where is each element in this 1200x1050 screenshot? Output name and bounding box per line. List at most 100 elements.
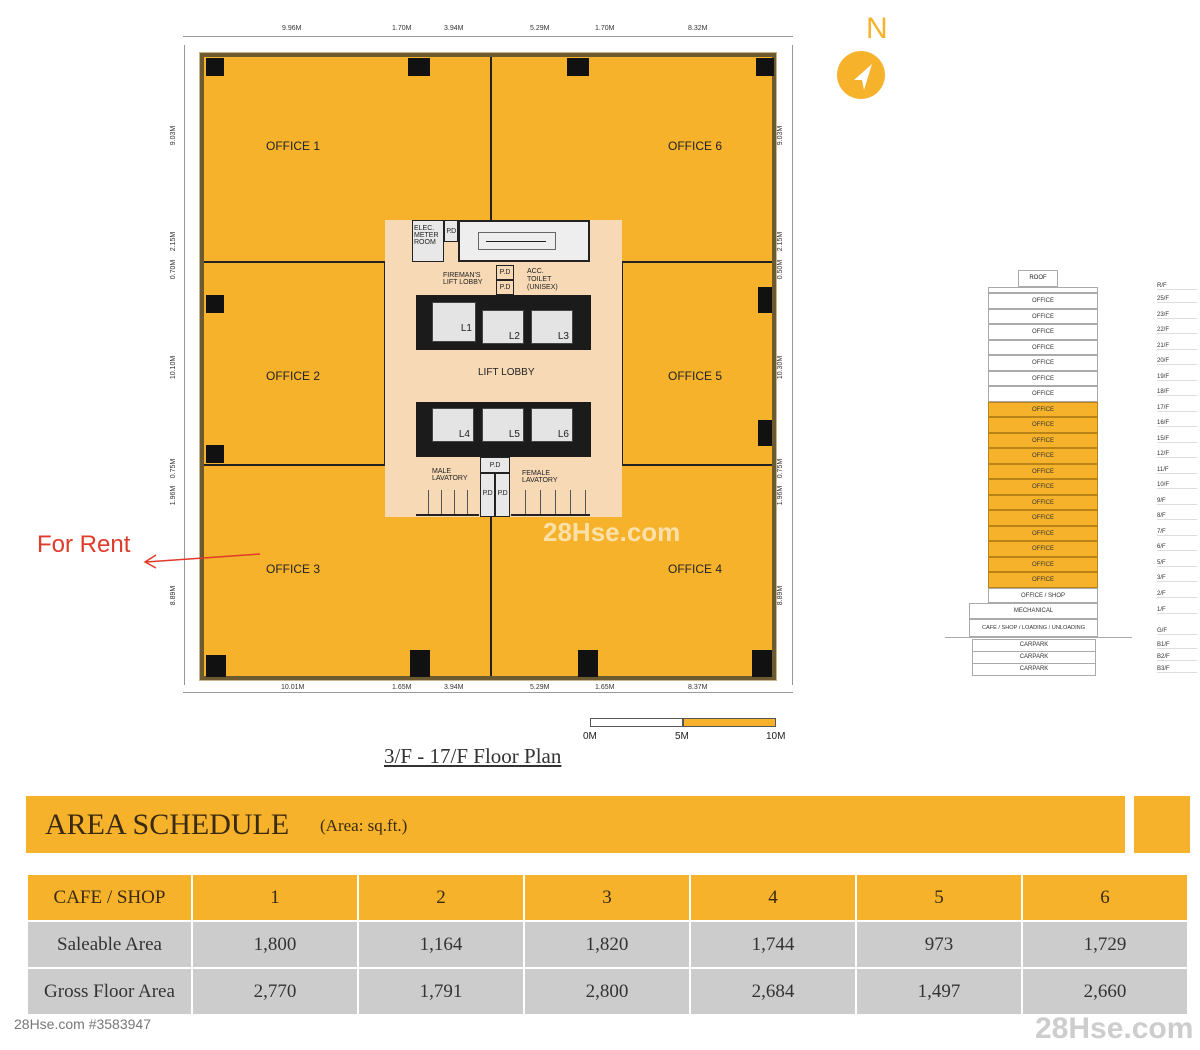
dim-label: 8.89M bbox=[170, 585, 178, 606]
section-row: OFFICE bbox=[988, 541, 1098, 557]
plan-title: 3/F - 17/F Floor Plan bbox=[384, 744, 562, 768]
floor-label: 20/F bbox=[1157, 358, 1197, 365]
area-schedule-title: AREA SCHEDULE bbox=[45, 808, 290, 841]
bottom-dim-line bbox=[183, 692, 793, 693]
office-1-label: OFFICE 1 bbox=[266, 139, 321, 153]
dim-label: 5.29M bbox=[530, 684, 550, 691]
pd-room: P.D bbox=[444, 220, 458, 242]
structural-column bbox=[578, 650, 598, 677]
section-row: OFFICE bbox=[988, 479, 1098, 495]
floor-label: 1/F bbox=[1157, 607, 1197, 614]
pd-room: P.D bbox=[496, 280, 514, 295]
partition-wall bbox=[490, 57, 492, 220]
section-row: OFFICE bbox=[988, 556, 1098, 573]
section-row: OFFICE bbox=[988, 432, 1098, 449]
dim-label: 5.29M bbox=[530, 25, 550, 32]
elec-meter-room: ELEC. METER ROOM bbox=[412, 220, 444, 262]
structural-column bbox=[206, 445, 224, 463]
dim-label: 3.94M bbox=[444, 684, 464, 691]
dim-label: 1.96M bbox=[777, 485, 785, 506]
table-header-cell: CAFE / SHOP bbox=[28, 875, 191, 920]
lift-lobby-label: LIFT LOBBY bbox=[478, 367, 535, 378]
pd-room: P.D bbox=[480, 473, 495, 517]
dim-label: 10.30M bbox=[777, 355, 785, 380]
dim-label: 8.89M bbox=[777, 585, 785, 606]
table-cell: 1,791 bbox=[359, 969, 523, 1014]
partition-wall bbox=[204, 464, 385, 466]
dim-label: 10.01M bbox=[281, 684, 305, 691]
floor-label: 16/F bbox=[1157, 420, 1197, 427]
table-cell: 2,800 bbox=[525, 969, 689, 1014]
floor-label: 3/F bbox=[1157, 575, 1197, 582]
section-roof-slab bbox=[988, 287, 1098, 293]
compass-icon bbox=[837, 51, 885, 99]
male-lavatory-label: MALE LAVATORY bbox=[432, 468, 468, 482]
lift-l1: L1 bbox=[432, 302, 476, 342]
dim-label: 9.03M bbox=[777, 125, 785, 146]
dim-label: 9.03M bbox=[170, 125, 178, 146]
floor-label: 9/F bbox=[1157, 498, 1197, 505]
ground-line bbox=[945, 637, 1132, 638]
scale-bar-yellow bbox=[683, 718, 776, 727]
pd-room: P.D bbox=[480, 457, 510, 473]
section-row-carpark: CARPARK bbox=[972, 663, 1096, 676]
scale-label: 10M bbox=[766, 731, 786, 742]
section-row: OFFICE bbox=[988, 293, 1098, 309]
table-cell: 2,660 bbox=[1023, 969, 1187, 1014]
table-cell: 2,684 bbox=[691, 969, 855, 1014]
dim-label: 1.65M bbox=[595, 684, 615, 691]
dim-label: 0.75M bbox=[777, 458, 785, 479]
table-header-cell: 3 bbox=[525, 875, 689, 920]
scale-label: 0M bbox=[583, 731, 597, 742]
table-cell: 1,800 bbox=[193, 922, 357, 967]
top-dim-line bbox=[183, 36, 793, 37]
structural-column bbox=[758, 287, 772, 313]
table-cell: Gross Floor Area bbox=[28, 969, 191, 1014]
dim-label: 8.37M bbox=[688, 684, 708, 691]
floor-label: 22/F bbox=[1157, 327, 1197, 334]
office-4-label: OFFICE 4 bbox=[668, 562, 723, 576]
office-5-label: OFFICE 5 bbox=[668, 369, 723, 383]
table-header-cell: 6 bbox=[1023, 875, 1187, 920]
section-row-carpark: CARPARK bbox=[972, 639, 1096, 652]
section-row: OFFICE bbox=[988, 494, 1098, 511]
staircase bbox=[458, 220, 590, 262]
table-header-row: CAFE / SHOP 1 2 3 4 5 6 bbox=[28, 875, 1187, 920]
dim-label: 8.32M bbox=[688, 25, 708, 32]
partition-wall bbox=[622, 261, 772, 263]
table-cell: 1,820 bbox=[525, 922, 689, 967]
floor-label: B1/F bbox=[1157, 642, 1197, 649]
table-cell: 1,744 bbox=[691, 922, 855, 967]
dim-label: 0.50M bbox=[777, 259, 785, 280]
section-row: OFFICE bbox=[988, 370, 1098, 387]
dim-label: 1.70M bbox=[392, 25, 412, 32]
section-row: OFFICE bbox=[988, 463, 1098, 480]
right-dim-line bbox=[792, 45, 793, 685]
area-unit: (Area: sq.ft.) bbox=[320, 816, 408, 835]
pd-room: P.D bbox=[495, 473, 510, 517]
section-row-mechanical: MECHANICAL bbox=[969, 603, 1098, 619]
dim-label: 9.96M bbox=[282, 25, 302, 32]
office-3-label: OFFICE 3 bbox=[266, 562, 321, 576]
dim-label: 10.10M bbox=[170, 355, 178, 380]
section-row: OFFICE / SHOP bbox=[988, 587, 1098, 604]
scale-label: 5M bbox=[675, 731, 689, 742]
section-row: OFFICE bbox=[988, 308, 1098, 325]
table-header-cell: 5 bbox=[857, 875, 1021, 920]
area-schedule-header: AREA SCHEDULE (Area: sq.ft.) bbox=[26, 796, 1125, 853]
north-label: N bbox=[866, 12, 888, 45]
floor-label: 18/F bbox=[1157, 389, 1197, 396]
floor-label: 23/F bbox=[1157, 312, 1197, 319]
floor-label: B3/F bbox=[1157, 666, 1197, 673]
for-rent-annotation: For Rent bbox=[37, 531, 131, 558]
section-row: OFFICE bbox=[988, 355, 1098, 371]
dim-label: 3.94M bbox=[444, 25, 464, 32]
structural-column bbox=[758, 420, 772, 446]
floor-label: R/F bbox=[1157, 283, 1197, 290]
table-header-cell: 2 bbox=[359, 875, 523, 920]
female-wc-cubicles bbox=[511, 490, 590, 516]
table-header-cell: 1 bbox=[193, 875, 357, 920]
floor-label: 8/F bbox=[1157, 513, 1197, 520]
partition-wall bbox=[204, 261, 385, 263]
table-cell: 1,729 bbox=[1023, 922, 1187, 967]
